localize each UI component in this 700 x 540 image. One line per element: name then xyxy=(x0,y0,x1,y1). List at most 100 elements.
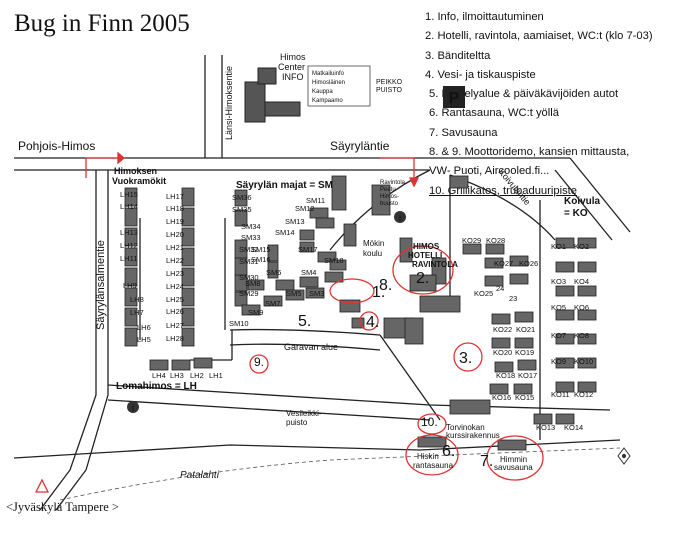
ko-cabin-label: KO2 xyxy=(574,242,589,251)
ko-cabin-label: KO17 xyxy=(518,371,537,380)
svg-text:Himos-: Himos- xyxy=(380,194,399,200)
sm-cabin-label: SM7 xyxy=(265,299,280,308)
shoreline xyxy=(59,447,621,501)
lomahimos-label: Lomahimos = LH xyxy=(116,381,197,392)
marker-10: 10. xyxy=(421,415,438,429)
ko-cabin-label: KO29 xyxy=(462,236,481,245)
ko-cabin-label: KO26 xyxy=(519,259,538,268)
road-koivulantie: Koivulantie xyxy=(496,167,532,207)
marker-9: 9. xyxy=(254,355,264,369)
info-point-icons: i i xyxy=(127,211,406,413)
cabin-labels: LH15LH14LH13LH12LH11LH9LH8LH7LH6LH5LH17L… xyxy=(120,190,593,432)
sm-cabin-label: SM9 xyxy=(248,308,263,317)
svg-text:Torvinokan: Torvinokan xyxy=(446,423,485,432)
sm-cabin-label: SM16 xyxy=(251,255,271,264)
lh-cabin-label: LH4 xyxy=(152,371,166,380)
ko-cabin-label: 23 xyxy=(509,294,517,303)
direction-footer: <Jyväskylä Tampere > xyxy=(6,500,119,514)
legend-item: VW- Puoti, Aircooled.fi... xyxy=(429,165,550,178)
svg-text:buusto: buusto xyxy=(380,201,399,207)
vesileikkipuisto-label: Vesileikki- puisto xyxy=(286,409,322,427)
lh-cabin-label: LH8 xyxy=(130,295,144,304)
svg-text:PUISTO: PUISTO xyxy=(376,87,402,94)
svg-text:rantasauna: rantasauna xyxy=(413,461,454,470)
map-title: Bug in Finn 2005 xyxy=(14,10,190,37)
sayrylan-majat-label: Säyrylän majat = SM xyxy=(236,180,333,191)
lh-cabin-label: LH22 xyxy=(166,256,184,265)
road-lansi-himoksentie: Länsi-Himoksentie xyxy=(224,66,234,140)
mokin-koulu-label: Mökin koulu xyxy=(363,239,384,258)
hiskin-rantasauna-label: Hiskin rantasauna xyxy=(413,452,454,470)
lh-cabin-label: LH15 xyxy=(120,190,138,199)
ko-cabin-label: KO5 xyxy=(551,303,566,312)
ko-cabin-label: KO25 xyxy=(474,289,493,298)
sm-cabin-label: SM29 xyxy=(239,289,259,298)
sm-cabin-label: SM17 xyxy=(298,245,318,254)
ko-cabin-label: KO12 xyxy=(574,390,593,399)
lh-cabin-label: LH14 xyxy=(120,202,138,211)
parking-label: P xyxy=(449,90,460,107)
sm-cabin-label: SM8 xyxy=(245,279,260,288)
svg-text:i: i xyxy=(399,213,401,223)
svg-text:Center: Center xyxy=(278,62,305,72)
sm-cabin-label: SM18 xyxy=(324,256,344,265)
hotelli-label: HIMOS HOTELLI RAVINTOLA xyxy=(408,242,458,269)
ko-cabin-label: KO10 xyxy=(574,357,593,366)
patalahti-label: Patalahti xyxy=(180,470,220,481)
sm-cabin-label: SM12 xyxy=(295,204,315,213)
lh-cabin-label: LH1 xyxy=(209,371,223,380)
marker-2: 2. xyxy=(416,270,429,287)
lh-cabin-label: LH12 xyxy=(120,241,138,250)
lh-cabin-label: LH25 xyxy=(166,295,184,304)
sm-cabin-label: SM34 xyxy=(241,222,261,231)
sm-cabin-label: SM33 xyxy=(241,233,261,242)
matkailuinfo-label: Matkailuinfo Himosläinen Kauppa Kampaamo xyxy=(312,71,345,104)
ko-cabin-label: KO4 xyxy=(574,277,589,286)
legend-item: 4. Vesi- ja tiskauspiste xyxy=(425,68,536,81)
ko-cabin-label: KO20 xyxy=(493,348,512,357)
marker-8: 8. xyxy=(379,277,392,294)
sm-cabin-label: SM11 xyxy=(306,196,325,205)
legend-item: 6. Rantasauna, WC:t yöllä xyxy=(429,107,559,120)
svg-text:Vesileikki-: Vesileikki- xyxy=(286,409,322,418)
lh-cabin-label: LH3 xyxy=(170,371,184,380)
ko-cabin-label: KO7 xyxy=(551,331,566,340)
sm-cabin-label: SM5 xyxy=(286,289,301,298)
compass-icon xyxy=(617,447,631,465)
legend-item: 1. Info, ilmoittautuminen xyxy=(425,11,544,23)
ko-cabin-label: KO13 xyxy=(536,423,555,432)
marker-3: 3. xyxy=(459,350,472,367)
ko-cabin-label: KO28 xyxy=(486,236,505,245)
svg-text:Koivula: Koivula xyxy=(564,196,601,207)
himos-center-label: Himos Center INFO xyxy=(278,52,306,82)
lh-cabin-label: LH9 xyxy=(123,281,137,290)
svg-text:i: i xyxy=(132,403,134,413)
sm-cabin-label: SM36 xyxy=(232,193,252,202)
lh-cabin-label: LH17 xyxy=(166,192,184,201)
sm-cabin-label: SM35 xyxy=(232,205,252,214)
svg-text:Himosläinen: Himosläinen xyxy=(312,80,345,86)
ko-cabin-label: KO8 xyxy=(574,331,589,340)
ko-cabin-label: KO1 xyxy=(551,242,566,251)
himmin-savusauna-label: Himmin savusauna xyxy=(494,455,533,472)
sm-cabin-label: SM6 xyxy=(266,268,281,277)
ko-cabin-label: 24 xyxy=(496,284,504,293)
lh-cabin-label: LH7 xyxy=(130,308,144,317)
svg-text:savusauna: savusauna xyxy=(494,463,533,472)
svg-text:= KO: = KO xyxy=(564,208,588,219)
svg-text:koulu: koulu xyxy=(363,249,382,258)
lh-cabin-label: LH6 xyxy=(137,323,151,332)
marker-7: 7. xyxy=(480,453,493,470)
svg-text:kurssirakennus: kurssirakennus xyxy=(446,431,500,440)
svg-text:Peetu: Peetu xyxy=(380,187,396,193)
svg-text:Hiskin: Hiskin xyxy=(417,452,439,461)
lh-cabin-label: LH24 xyxy=(166,282,184,291)
svg-text:PEIKKO: PEIKKO xyxy=(376,79,403,86)
lh-cabin-label: LH11 xyxy=(120,254,137,263)
garavan-alue-label: Garavan alue xyxy=(284,342,338,352)
ko-cabin-label: KO9 xyxy=(551,357,566,366)
svg-text:Vuokramökit: Vuokramökit xyxy=(112,176,166,186)
legend-item: 3. Bänditeltta xyxy=(425,49,491,62)
sm-cabin-label: SM10 xyxy=(229,319,249,328)
